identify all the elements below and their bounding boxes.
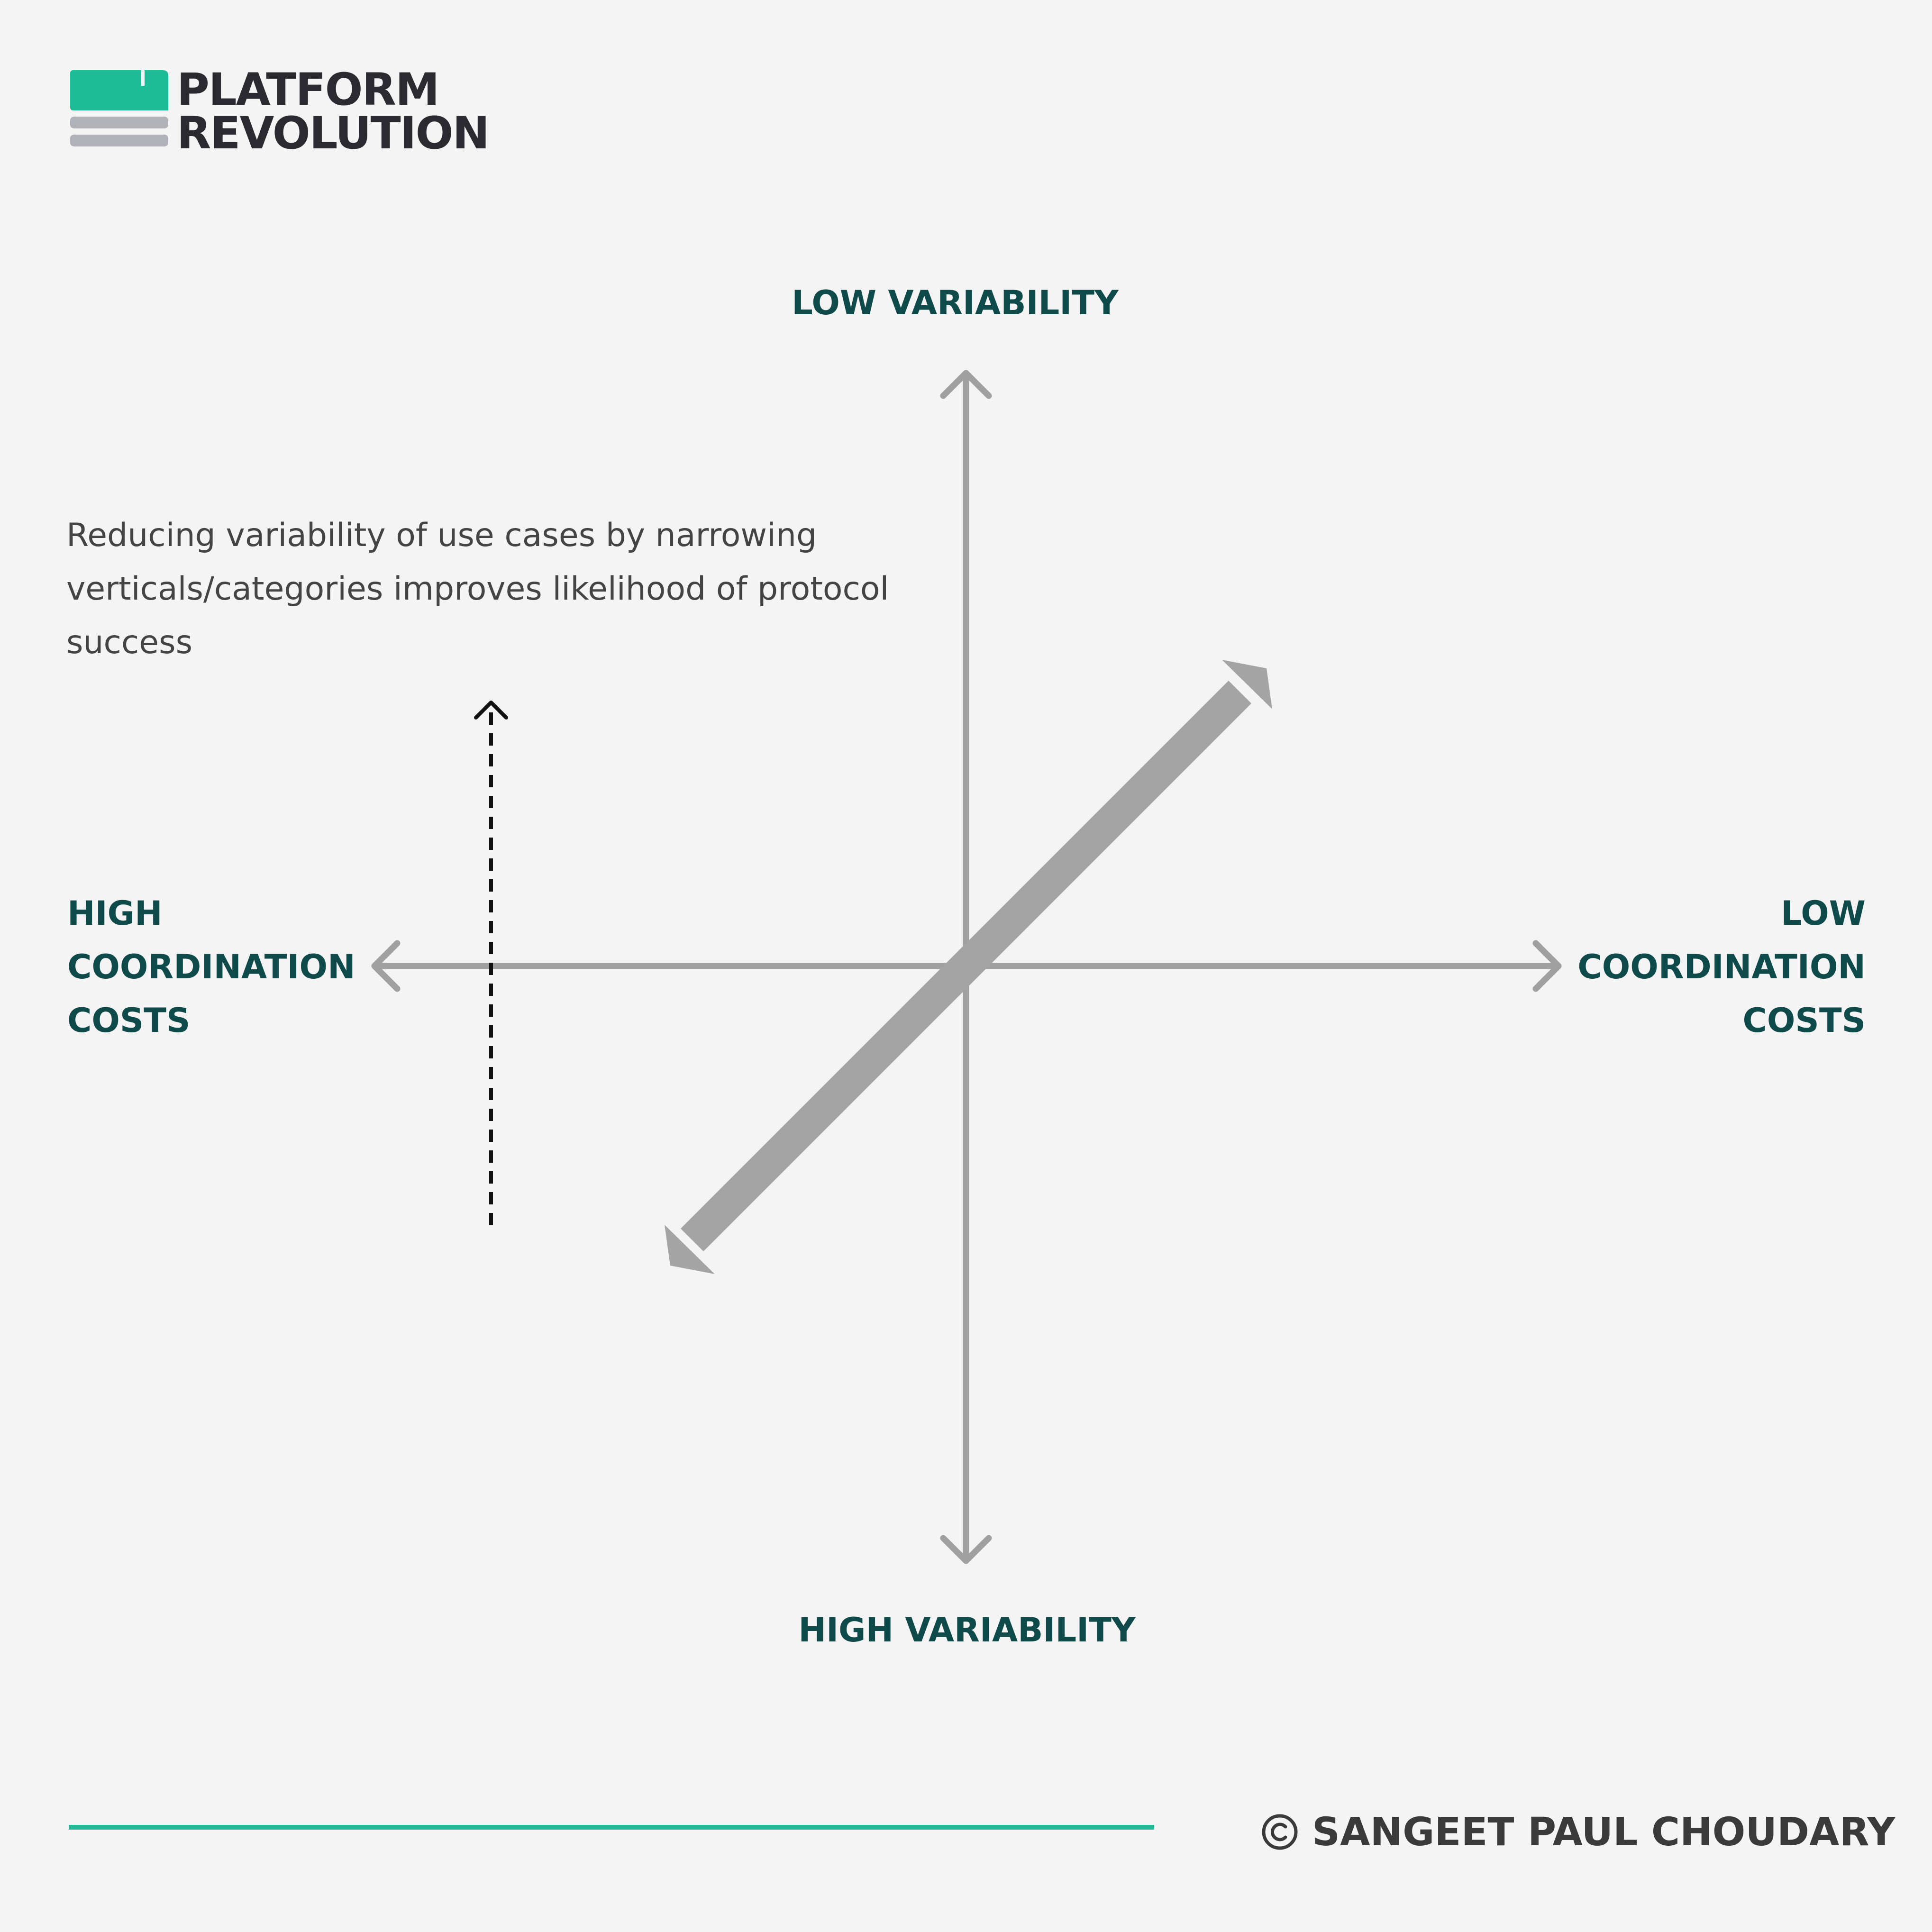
diagonal-double-arrow	[665, 660, 1272, 1274]
dashed-arrowhead-icon	[474, 701, 508, 720]
arrow-right-icon	[1532, 940, 1562, 992]
axis-label-left-line3: COSTS	[67, 1001, 191, 1040]
copyright-author: SANGEET PAUL CHOUDARY	[1312, 1809, 1896, 1855]
axis-label-bottom: HIGH VARIABILITY	[798, 1611, 1136, 1649]
diagonal-arrowhead-up-icon	[1222, 660, 1272, 709]
copyright-icon	[1262, 1814, 1298, 1850]
logo-mark-icon	[70, 70, 168, 146]
platform-revolution-logo: PLATFORM REVOLUTION	[68, 64, 490, 156]
axis-label-left-line1: HIGH	[67, 894, 163, 933]
axis-label-left: HIGH COORDINATION COSTS	[67, 887, 399, 1048]
annotation-text: Reducing variability of use cases by nar…	[66, 517, 889, 661]
axis-label-left-line2: COORDINATION	[67, 948, 355, 986]
axis-label-top: LOW VARIABILITY	[792, 283, 1119, 322]
copyright-notice: SANGEET PAUL CHOUDARY	[1261, 1806, 1896, 1858]
arrow-up-icon	[940, 370, 992, 399]
axis-label-right: LOW COORDINATION COSTS	[1534, 887, 1866, 1048]
diagonal-arrowhead-down-icon	[665, 1225, 715, 1274]
dashed-arrow	[474, 701, 508, 1229]
logo-text-line2: REVOLUTION	[177, 108, 490, 159]
arrow-down-icon	[940, 1535, 992, 1564]
logo-text-line1: PLATFORM	[177, 64, 439, 116]
axis-label-right-line2: COORDINATION	[1577, 948, 1866, 986]
axis-label-right-line1: LOW	[1781, 894, 1866, 933]
arrow-left-icon	[371, 940, 401, 992]
footer-divider	[69, 1825, 1154, 1830]
axis-label-right-line3: COSTS	[1742, 1001, 1866, 1040]
